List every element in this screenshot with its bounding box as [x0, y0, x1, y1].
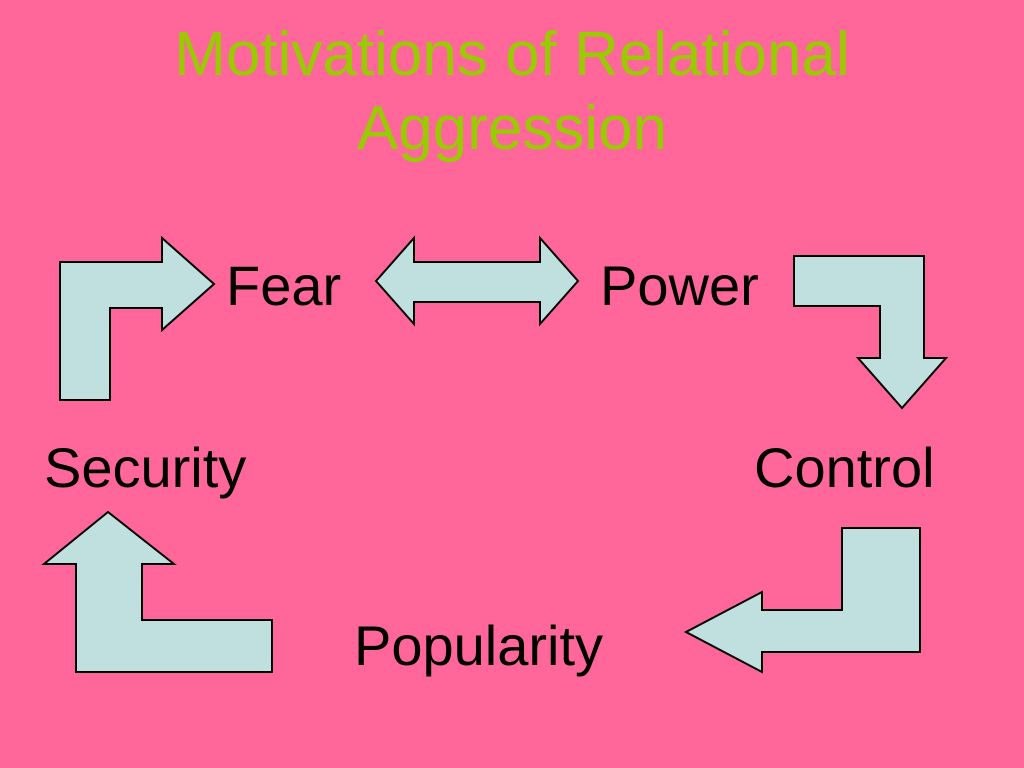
- slide-title: Motivations of Relational Aggression: [0, 18, 1024, 167]
- node-control: Control: [754, 436, 935, 499]
- node-popularity: Popularity: [354, 614, 604, 677]
- title-line-1: Motivations of Relational: [174, 20, 850, 89]
- title-line-2: Aggression: [356, 94, 668, 164]
- node-fear: Fear: [226, 254, 342, 317]
- arrow-power-to-control: [793, 255, 949, 410]
- arrow-popularity-to-security: [41, 510, 273, 673]
- arrow-fear-power-double: [374, 235, 580, 327]
- node-power: Power: [600, 254, 759, 317]
- node-security: Security: [44, 436, 247, 499]
- arrow-control-to-popularity: [683, 527, 921, 674]
- arrow-security-to-fear: [59, 235, 216, 401]
